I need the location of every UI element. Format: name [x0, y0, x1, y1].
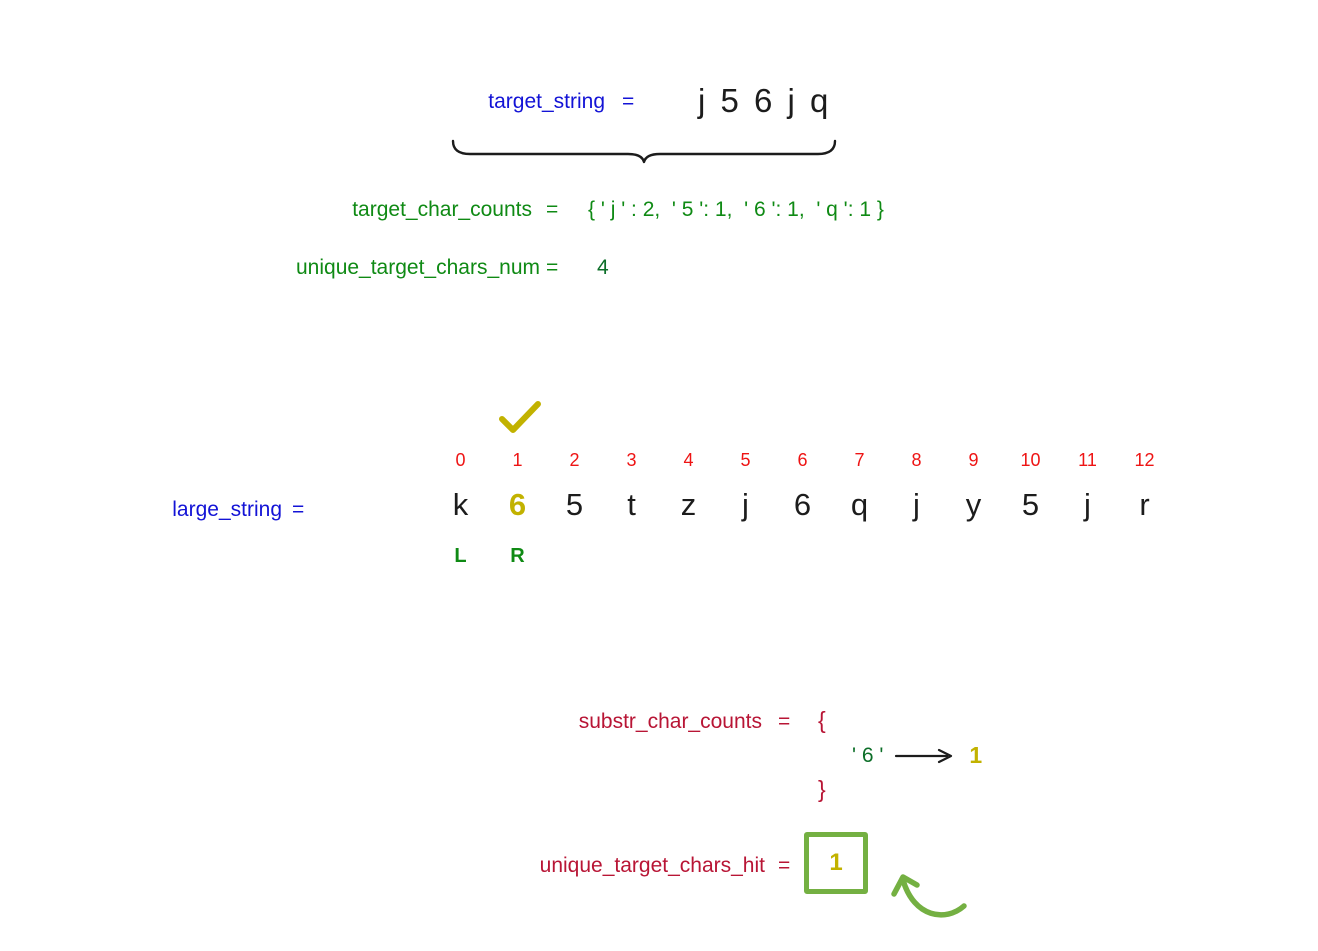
- index-label-4: 4: [683, 450, 694, 470]
- index-label-1: 1: [512, 450, 523, 470]
- char-8: j: [913, 487, 920, 522]
- char-5: j: [742, 487, 749, 522]
- index-label-8: 8: [911, 450, 922, 470]
- unique-target-chars-num-label: unique_target_chars_num: [295, 256, 540, 279]
- substr-entry-key: ' 6 ': [852, 743, 884, 767]
- index-label-9: 9: [968, 450, 979, 470]
- substr-char-counts-equals: =: [778, 710, 791, 733]
- target-string-equals: =: [622, 90, 635, 113]
- hit-count-box: 1: [804, 832, 868, 894]
- substr-entry: ' 6 ' 1: [852, 742, 982, 769]
- index-label-11: 11: [1078, 450, 1097, 470]
- char-1: 6: [508, 487, 527, 522]
- char-12: r: [1139, 487, 1150, 522]
- index-label-12: 12: [1134, 450, 1155, 470]
- target-char-counts-value: { ' j ' : 2, ' 5 ': 1, ' 6 ': 1, ' q ': …: [588, 198, 884, 221]
- substr-entries: ' 6 ' 1: [852, 742, 982, 769]
- char-4: z: [680, 487, 697, 522]
- arrow-right-icon: [895, 748, 953, 763]
- index-label-0: 0: [455, 450, 466, 470]
- unique-target-chars-hit-label: unique_target_chars_hit: [539, 854, 765, 877]
- index-label-5: 5: [740, 450, 751, 470]
- unique-target-chars-hit-equals: =: [778, 854, 791, 877]
- curved-arrow-icon: [891, 874, 967, 918]
- substr-open-brace: {: [818, 707, 826, 733]
- unique-target-chars-num-value: 4: [597, 256, 609, 279]
- char-10: 5: [1021, 487, 1040, 522]
- unique-target-chars-hit-value: 1: [829, 849, 843, 876]
- char-11: j: [1084, 487, 1091, 522]
- unique-target-chars-num-equals: =: [546, 256, 559, 279]
- pointer-L: L: [454, 545, 467, 567]
- target-char-counts-label: target_char_counts: [352, 198, 532, 221]
- index-label-7: 7: [854, 450, 865, 470]
- substr-char-counts-label: substr_char_counts: [578, 710, 762, 733]
- underbrace-icon: [451, 139, 837, 164]
- index-label-10: 10: [1020, 450, 1041, 470]
- large-string-label: large_string: [172, 498, 282, 521]
- target-char-counts-equals: =: [546, 198, 559, 221]
- char-9: y: [965, 487, 982, 522]
- char-3: t: [627, 487, 636, 522]
- target-string-label: target_string: [488, 90, 605, 113]
- substr-entry-value: 1: [969, 742, 983, 768]
- index-label-3: 3: [626, 450, 637, 470]
- char-0: k: [452, 487, 469, 522]
- char-6: 6: [793, 487, 812, 522]
- target-string-value: j 5 6 j q: [698, 82, 832, 119]
- large-string-equals: =: [292, 498, 305, 521]
- char-row: k 6 5 t z j 6 q j y 5 j r: [432, 487, 1173, 523]
- char-2: 5: [565, 487, 584, 522]
- pointer-R: R: [510, 545, 525, 567]
- index-label-6: 6: [797, 450, 808, 470]
- char-7: q: [850, 487, 869, 522]
- substr-close-brace: }: [818, 776, 826, 802]
- checkmark-icon: [499, 401, 541, 433]
- index-label-2: 2: [569, 450, 580, 470]
